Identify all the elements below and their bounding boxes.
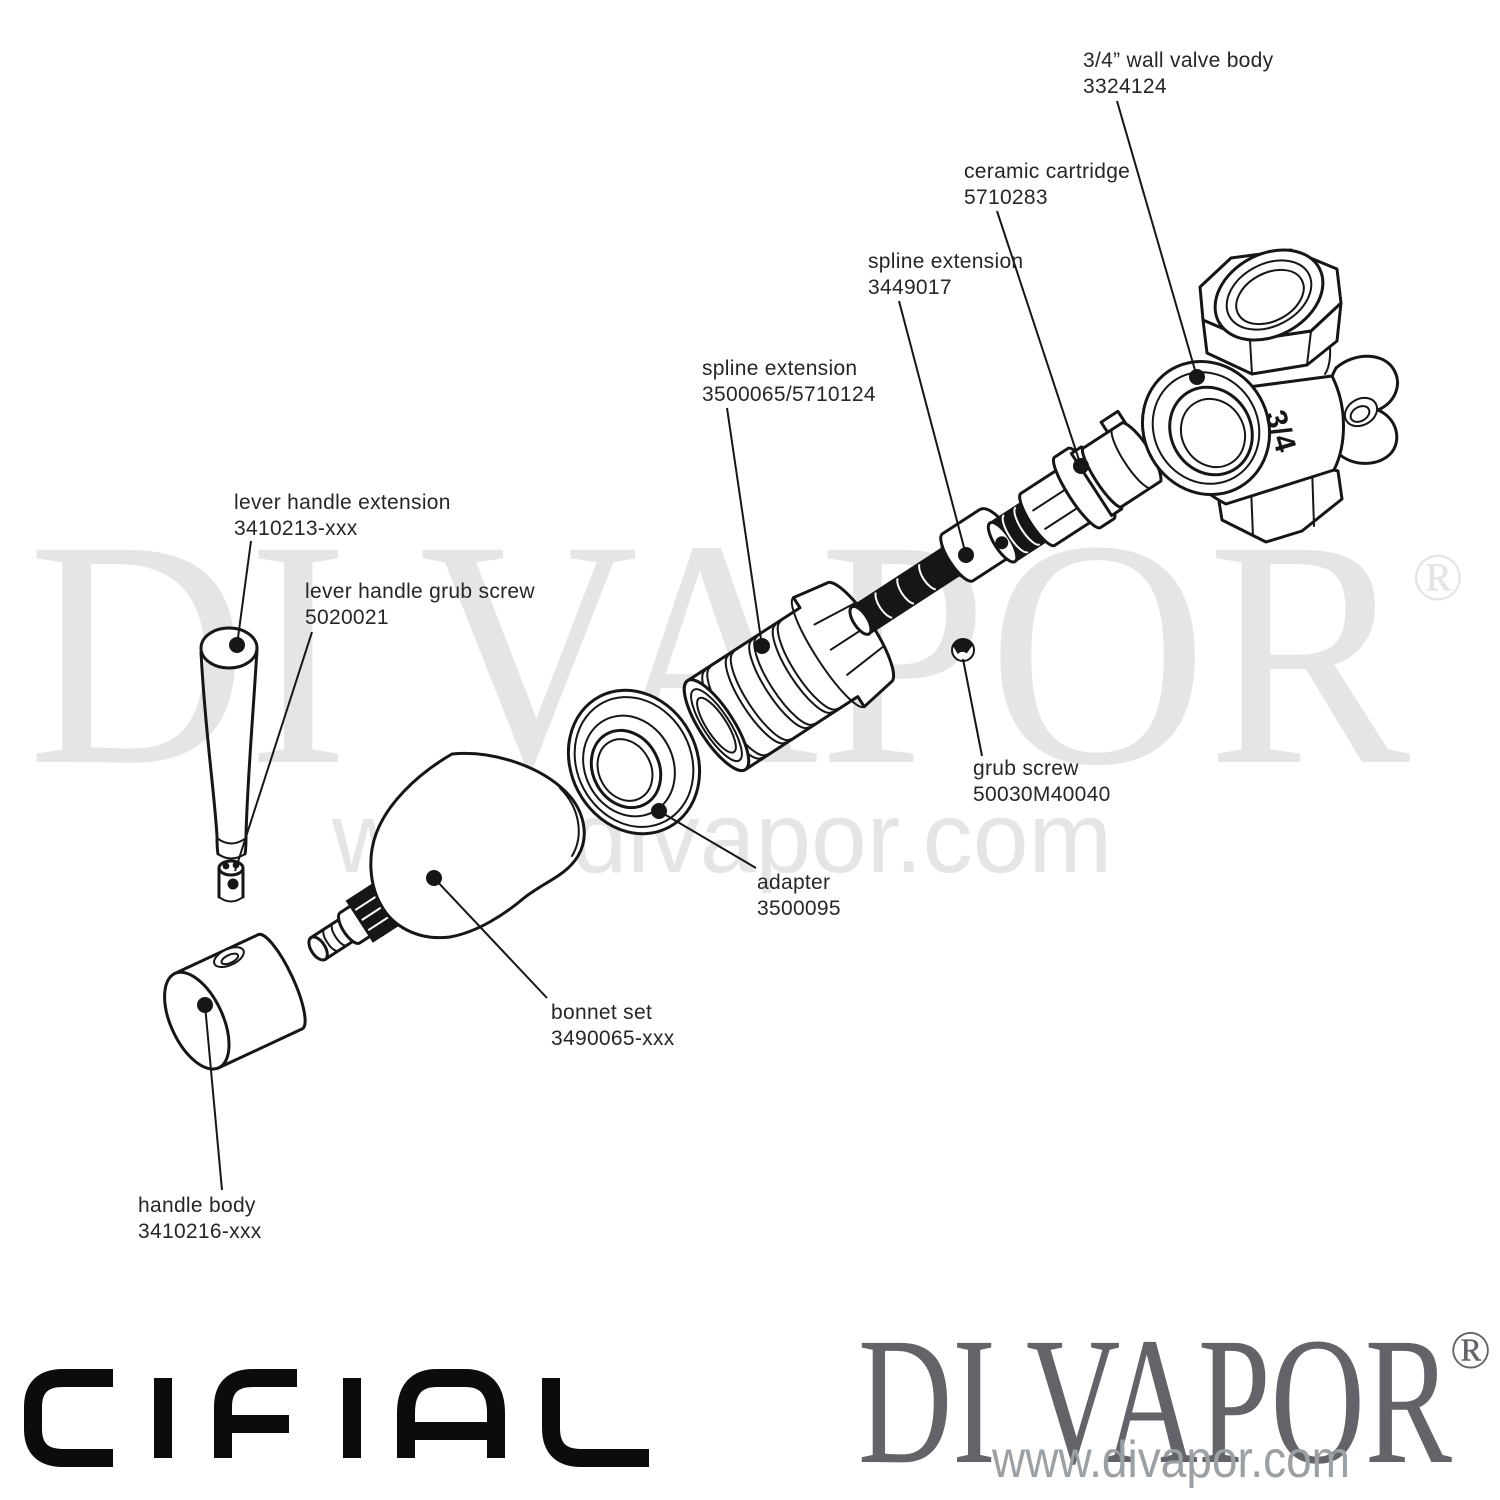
cifial-logo (24, 1369, 649, 1467)
part-name: grub screw (973, 757, 1079, 780)
part-number: 3449017 (868, 276, 952, 299)
footer-brand-registered: ® (1450, 1320, 1491, 1380)
footer-brand-text: DI VAPOR (858, 1301, 1452, 1500)
part-label-bonnet-set: bonnet set 3490065-xxx (551, 1000, 675, 1052)
bonnet-set-bell (369, 751, 586, 940)
part-name: lever handle extension (234, 491, 451, 514)
part-label-ceramic-cartridge: ceramic cartridge 5710283 (964, 159, 1130, 211)
part-label-spline-extension-shaft: spline extension 3449017 (868, 249, 1023, 301)
lever-handle-extension-part (199, 626, 259, 860)
wall-valve-body-part: 3/4 (1140, 248, 1399, 544)
part-name: spline extension (868, 250, 1024, 273)
watermark-registered: ® (1412, 539, 1464, 615)
part-label-grub-screw: grub screw 50030M40040 (973, 756, 1111, 808)
part-name: handle body (138, 1194, 256, 1217)
part-number: 50030M40040 (973, 783, 1111, 806)
part-name: 3/4” wall valve body (1083, 49, 1274, 72)
footer-url: www.divapor.com (991, 1431, 1350, 1489)
footer-brand: DI VAPOR ® www.divapor.com (858, 1301, 1491, 1500)
grub-screw-part (951, 638, 975, 662)
part-name: adapter (757, 871, 831, 894)
part-name: ceramic cartridge (964, 160, 1131, 183)
part-number: 3324124 (1083, 75, 1167, 98)
part-number: 3490065-xxx (551, 1027, 675, 1050)
leader-lines (197, 100, 1205, 1191)
adapter-part (566, 688, 702, 836)
lever-handle-grub-screw-part (217, 859, 245, 903)
part-number: 3410213-xxx (234, 517, 358, 540)
part-name: spline extension (702, 357, 858, 380)
part-label-wall-valve-body: 3/4” wall valve body 3324124 (1083, 48, 1273, 100)
part-name: lever handle grub screw (305, 580, 535, 603)
part-number: 5710283 (964, 186, 1048, 209)
part-label-adapter: adapter 3500095 (757, 870, 841, 922)
part-label-spline-extension-large: spline extension 3500065/5710124 (702, 356, 876, 408)
part-number: 3500095 (757, 897, 841, 920)
part-name: bonnet set (551, 1001, 653, 1024)
part-number: 3500065/5710124 (702, 383, 876, 406)
part-label-lever-handle-grub-screw: lever handle grub screw 5020021 (305, 579, 535, 631)
part-number: 3410216-xxx (138, 1220, 262, 1243)
watermark-brand: DI VAPOR (28, 474, 1411, 833)
part-label-handle-body: handle body 3410216-xxx (138, 1193, 262, 1245)
ceramic-cartridge-part (986, 409, 1163, 564)
handle-body-part (163, 932, 307, 1071)
part-number: 5020021 (305, 606, 389, 629)
part-label-lever-handle-extension: lever handle extension 3410213-xxx (234, 490, 451, 542)
spline-extension-large-part (682, 580, 896, 773)
